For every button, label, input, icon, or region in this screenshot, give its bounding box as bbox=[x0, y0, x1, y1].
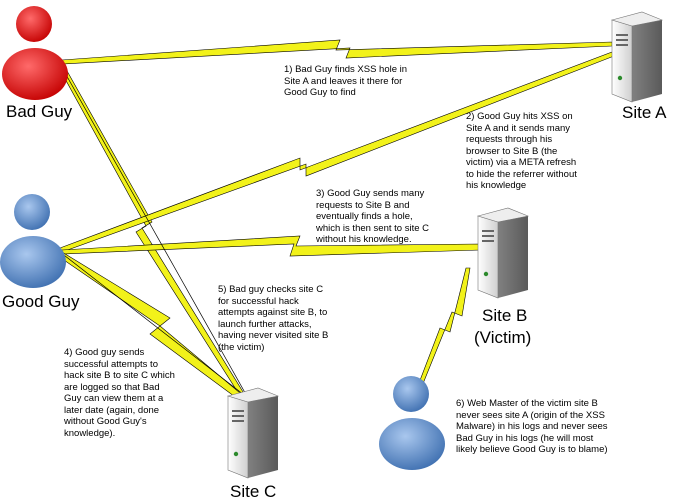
site-b-sublabel: (Victim) bbox=[474, 328, 532, 347]
bad-guy-label: Bad Guy bbox=[6, 102, 73, 121]
site-a-server-icon bbox=[610, 11, 664, 103]
step-1-note: 1) Bad Guy finds XSS hole in Site A and … bbox=[284, 64, 408, 98]
site-a-label: Site A bbox=[622, 103, 667, 122]
link-siteb-webmaster bbox=[413, 267, 471, 397]
step-5-note: 5) Bad guy checks site C for successful … bbox=[218, 284, 329, 353]
good-guy-label: Good Guy bbox=[2, 292, 80, 311]
step-2-note: 2) Good Guy hits XSS on Site A and it se… bbox=[466, 111, 577, 191]
step-4-note: 4) Good guy sends successful attempts to… bbox=[64, 347, 175, 439]
bad-guy-person-icon bbox=[2, 6, 68, 100]
step-3-note: 3) Good Guy sends many requests to Site … bbox=[316, 188, 429, 245]
web-master-person-icon bbox=[379, 376, 445, 470]
good-guy-person-icon bbox=[0, 194, 66, 288]
link-badguy-sitea bbox=[61, 39, 613, 65]
site-c-label: Site C bbox=[230, 482, 277, 501]
site-c-server-icon bbox=[226, 387, 280, 479]
site-b-server-icon bbox=[476, 207, 530, 299]
site-b-label: Site B bbox=[482, 306, 528, 325]
step-6-note: 6) Web Master of the victim site B never… bbox=[456, 398, 608, 455]
